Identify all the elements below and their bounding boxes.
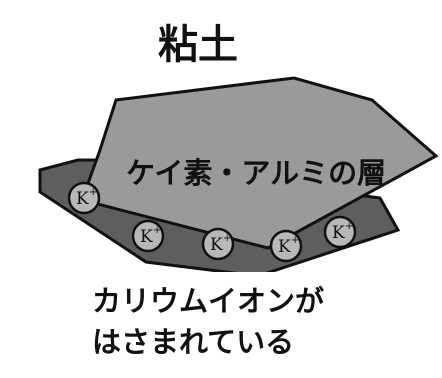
potassium-ion-symbol: K: [332, 223, 345, 243]
potassium-ion-symbol: K: [140, 227, 153, 247]
caption-box: [78, 272, 342, 368]
upper-layer-sheet: [80, 76, 439, 250]
layer-label: ケイ素・アルミの層: [126, 156, 386, 190]
potassium-ion-charge: +: [153, 225, 161, 236]
caption-line-1: カリウムイオンが: [92, 284, 324, 318]
potassium-ion-circle: [67, 181, 101, 215]
potassium-ion-symbol: K: [76, 189, 89, 209]
caption-line-2: はさまれている: [92, 325, 294, 359]
potassium-ion: K +: [269, 229, 303, 263]
potassium-ion-charge: +: [89, 187, 97, 198]
potassium-ion-circle: [201, 227, 235, 261]
potassium-ion-circle: [323, 215, 357, 249]
potassium-ion: K +: [201, 227, 235, 261]
potassium-ion-circle: [131, 219, 165, 253]
potassium-ion-symbol: K: [278, 237, 291, 257]
potassium-ion-charge: +: [345, 221, 353, 232]
potassium-ion: K +: [323, 215, 357, 249]
potassium-ion: K +: [131, 219, 165, 253]
potassium-ion: K +: [67, 181, 101, 215]
potassium-ion-charge: +: [223, 233, 231, 244]
potassium-ion-circle: [269, 229, 303, 263]
diagram-title: 粘土: [158, 22, 238, 68]
potassium-ion-symbol: K: [210, 235, 223, 255]
potassium-ion-charge: +: [291, 235, 299, 246]
